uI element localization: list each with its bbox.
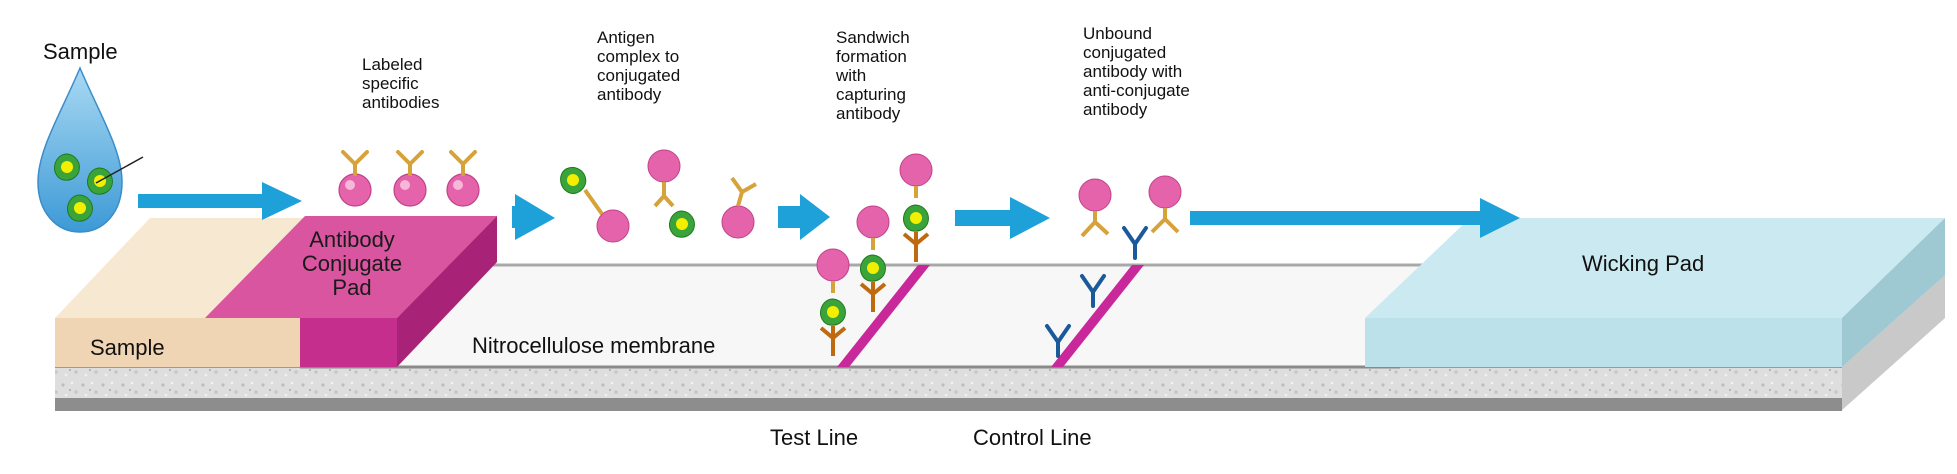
- sandwich-complexes: [816, 153, 933, 356]
- membrane-label: Nitrocellulose membrane: [472, 333, 716, 358]
- labeled-antibodies: [337, 150, 481, 208]
- antigen-complexes: [555, 149, 757, 243]
- label-sandwich-formation: Sandwich formation with capturing antibo…: [836, 28, 910, 123]
- flow-arrow-icon: [1190, 198, 1520, 238]
- conjugate-pad: [205, 216, 497, 367]
- sample-pad: [55, 218, 320, 367]
- label-antigen-complex: Antigen complex to conjugated antibody: [597, 28, 681, 104]
- control-line: [1051, 265, 1144, 367]
- label-unbound-conjugated: Unbound conjugated antibody with anti-co…: [1083, 24, 1190, 119]
- test-line: [837, 265, 930, 367]
- sample-droplet-icon: [37, 66, 144, 233]
- label-labeled-antibodies: Labeled specific antibodies: [362, 55, 440, 112]
- control-complexes: [1045, 175, 1182, 358]
- flow-arrows: [138, 182, 1520, 240]
- sample-pad-label: Sample: [90, 335, 165, 360]
- flow-arrow-icon: [138, 182, 302, 220]
- flow-arrow-icon: [512, 194, 555, 240]
- wicking-pad: [1365, 218, 1945, 367]
- sample-title: Sample: [43, 39, 118, 64]
- wicking-pad-label: Wicking Pad: [1582, 251, 1705, 276]
- nitrocellulose-membrane: [300, 263, 1430, 369]
- conjugate-pad-label: Antibody Conjugate Pad: [301, 227, 403, 300]
- test-line-label: Test Line: [770, 425, 859, 450]
- control-line-label: Control Line: [973, 425, 1092, 450]
- flow-arrow-icon: [955, 197, 1050, 239]
- flow-arrow-icon: [778, 194, 830, 240]
